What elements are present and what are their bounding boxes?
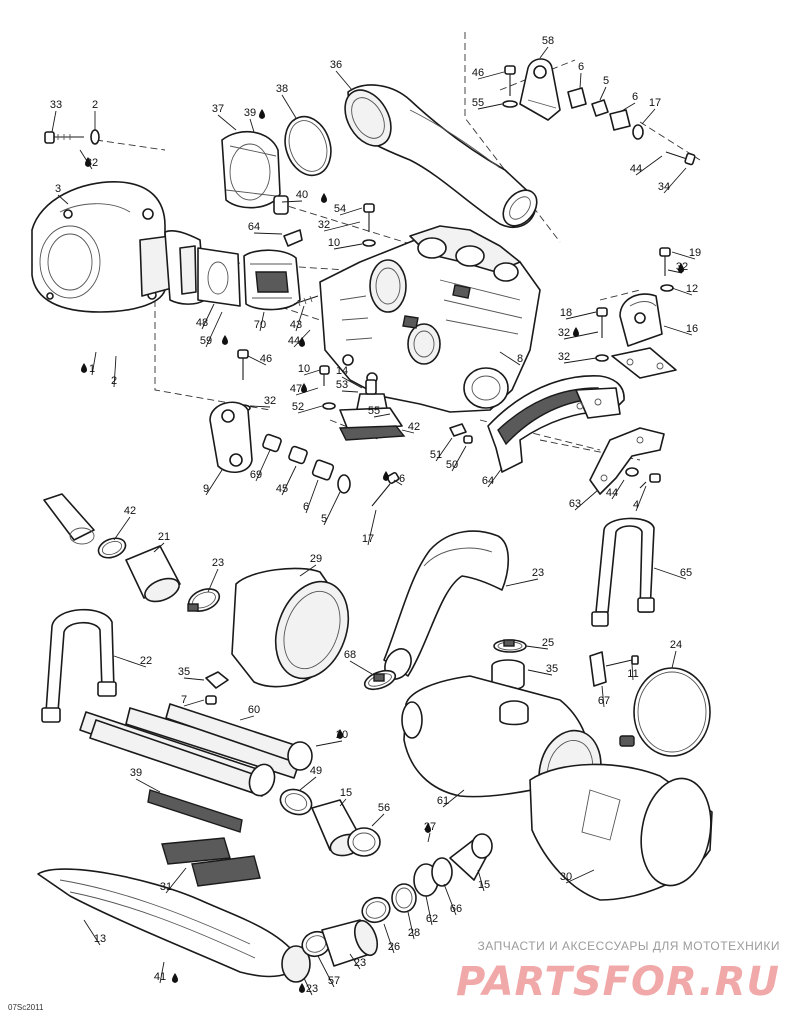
clamp-part-15-lower [347, 827, 381, 857]
muffler-part-66 [529, 763, 713, 901]
clamp-part-15-upper [279, 788, 313, 816]
water-hoses-part-49 [79, 703, 313, 797]
bracket-part-20 [589, 651, 607, 687]
clamp-part-35-upper [493, 639, 527, 653]
o-ring-part-38 [284, 115, 332, 177]
bracket-part-69 [589, 427, 665, 495]
exhaust-hose-part-57 [37, 868, 311, 983]
washer-part-55-upper [502, 100, 518, 108]
hose-part-29 [125, 545, 181, 603]
exhaust-manifold [164, 230, 206, 305]
magneto-cover-part-3 [31, 181, 173, 313]
exhaust-pipe-part-22 [383, 530, 510, 680]
exhaust-elbow-part-36 [344, 84, 538, 229]
hose-end-upper-left [43, 493, 95, 545]
resonator-part-65 [231, 567, 350, 688]
plate-part-14 [611, 347, 677, 379]
pads-part-62 [161, 837, 261, 887]
screw-part-60 [205, 695, 217, 705]
bolt-part-54 [363, 203, 375, 232]
screw-part-33 [44, 129, 100, 145]
rubber-mount-lower-group [262, 433, 351, 494]
bolt-part-46-lower [237, 349, 249, 380]
washer-part-42-center [322, 402, 336, 410]
clamp-part-23-middle [187, 588, 221, 612]
mount-bracket-part-45 [209, 401, 253, 473]
exhaust-ring-part-37 [221, 131, 281, 209]
washer-part-12 [660, 284, 674, 292]
bolt-part-46-upper [504, 65, 516, 96]
outlet-part-31 [449, 833, 493, 881]
washer-part-10-lower [595, 354, 609, 362]
pad-part-61 [147, 789, 243, 833]
heat-shield-part-9 [487, 375, 625, 473]
stud-part-43 [293, 295, 319, 307]
fitting-part-24 [205, 671, 229, 689]
bolt-part-47 [319, 365, 330, 386]
strap-part-68 [591, 517, 655, 627]
screw-part-21 [639, 473, 661, 489]
ring-part-28 [431, 857, 453, 887]
clamp-part-23-lowest [361, 896, 391, 924]
rubber-mount-upper-group [567, 87, 696, 166]
sleeve-part-41 [321, 919, 379, 967]
clamp-part-35-lower [363, 669, 397, 691]
clamp-part-23-upper [97, 537, 127, 559]
screw-part-63 [463, 435, 473, 444]
clamp-ring-part-67 [619, 667, 711, 757]
clip-part-64-lower [449, 423, 467, 437]
engine-block-part-8 [319, 225, 541, 413]
bolt-part-4 [371, 471, 400, 507]
gasket-part-48 [197, 247, 241, 307]
washer-part-10-upper [362, 239, 376, 247]
bolt-part-18 [596, 307, 608, 338]
rubber-mount-part-16 [619, 293, 663, 347]
engine-mount-bracket-part-58 [519, 58, 561, 121]
clip-part-64-upper [283, 229, 303, 247]
plate-part-51 [339, 407, 403, 431]
screw-part-7 [605, 655, 639, 667]
ring-part-13 [391, 883, 417, 913]
valve-housing-part-70 [243, 249, 301, 311]
washer-part-42-right [625, 467, 639, 477]
bolt-part-19 [659, 247, 671, 276]
strap-part-25 [41, 608, 117, 723]
plate-part-50 [338, 425, 406, 441]
sleeve-part-40 [273, 195, 289, 215]
